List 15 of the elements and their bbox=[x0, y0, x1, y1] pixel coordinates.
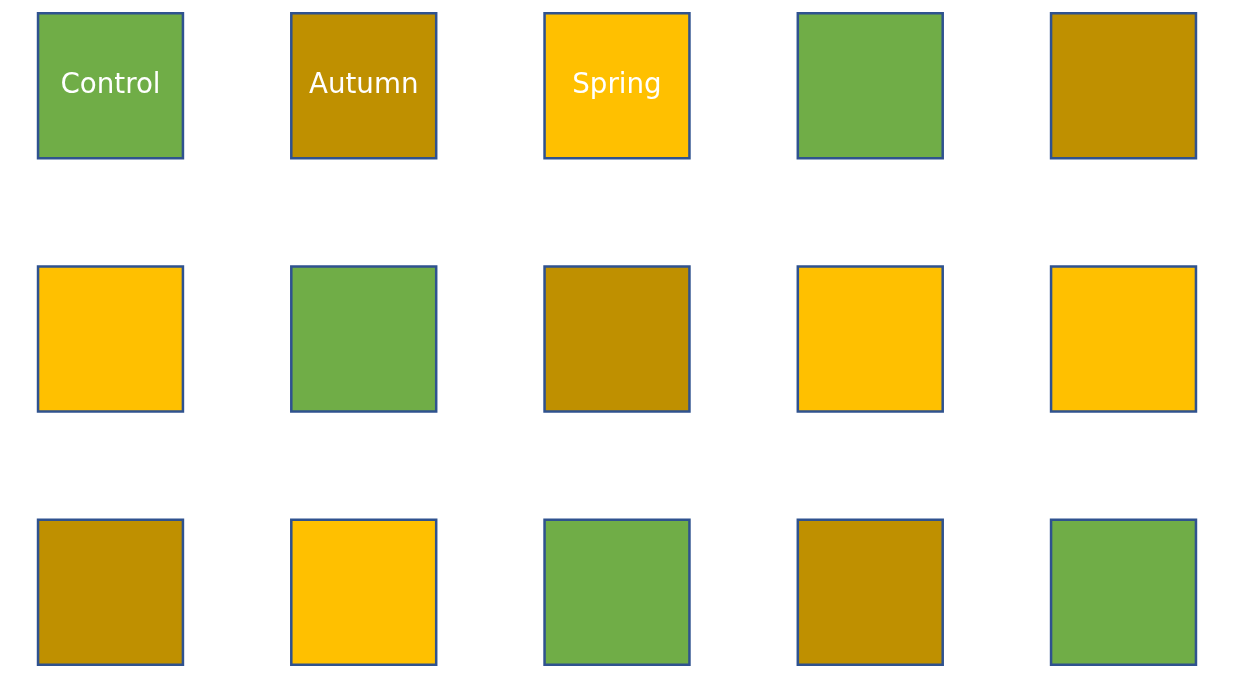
node-box: Spring bbox=[542, 12, 691, 160]
node-box bbox=[542, 265, 691, 413]
node-box bbox=[36, 518, 184, 666]
node-box bbox=[1049, 265, 1197, 413]
node-box bbox=[1049, 518, 1197, 666]
node-box bbox=[796, 12, 944, 160]
node-box: Control bbox=[36, 12, 184, 160]
node-box bbox=[289, 518, 437, 666]
node-box: Autumn bbox=[289, 12, 437, 160]
node-box bbox=[796, 265, 944, 413]
node-box bbox=[289, 265, 437, 413]
node-box bbox=[796, 518, 944, 666]
node-box bbox=[542, 518, 691, 666]
node-box bbox=[36, 265, 184, 413]
node-box bbox=[1049, 12, 1197, 160]
